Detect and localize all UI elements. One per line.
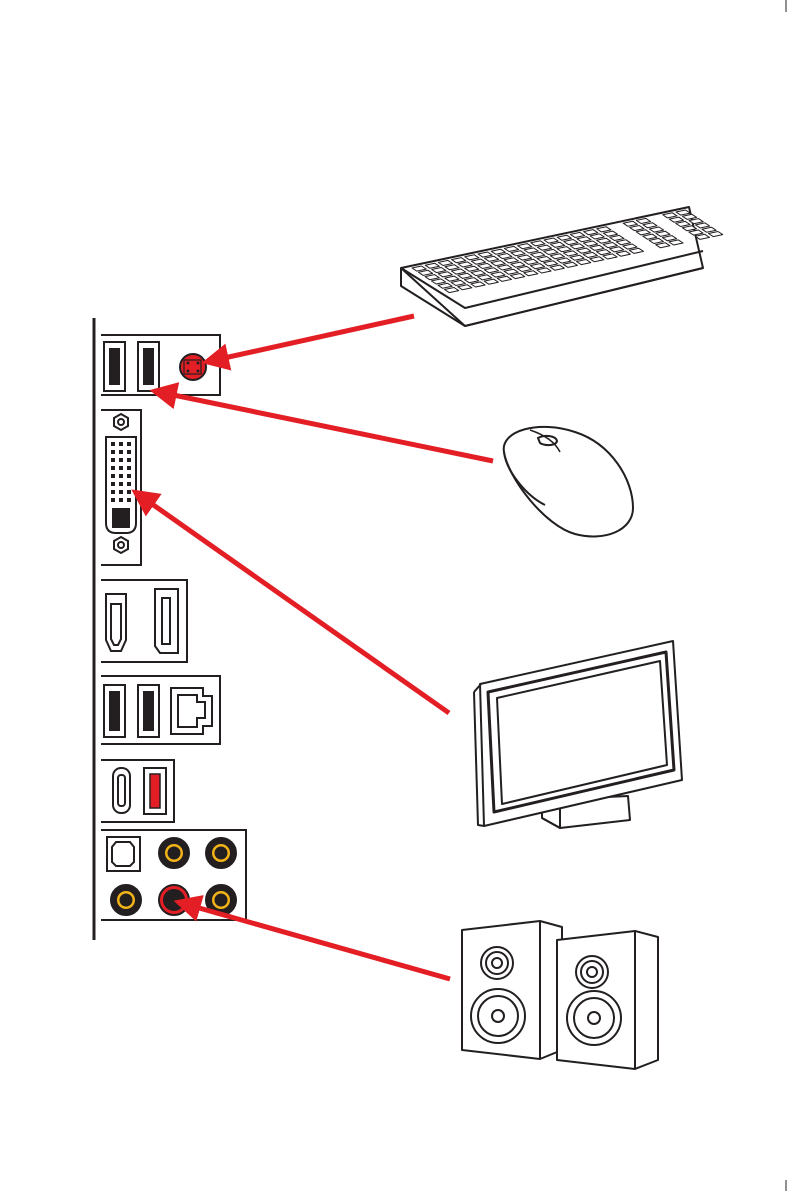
dvi-pin [111,466,115,470]
mouse-icon [504,427,633,537]
keyboard-key [695,234,709,239]
dvi-pin [119,466,123,470]
dvi-pin [127,490,131,494]
dvi-pin [111,442,115,446]
hdmi-dp-group [101,580,187,662]
dvi-pin [111,498,115,502]
dvi-pin [127,442,131,446]
dvi-pin [119,442,123,446]
audio-jacks [111,838,236,915]
dvi-pin [119,498,123,502]
keyboard-key [696,223,710,228]
dvi-pin [119,458,123,462]
speakers-icon [462,921,658,1069]
dvi-pin [119,482,123,486]
monitor-icon [474,641,682,828]
dvi-pin [111,458,115,462]
dvi-pin [127,458,131,462]
keyboard-key [702,227,716,232]
dvi-port [101,410,141,565]
dvi-pin [111,474,115,478]
dvi-pin [119,490,123,494]
io-panel [94,318,246,940]
keyboard-icon [401,207,723,326]
usb-lan-group [101,676,220,744]
keyboard-key [709,232,723,237]
dvi-pin [111,482,115,486]
dvi-pin [127,450,131,454]
dvi-pin [127,474,131,478]
dvi-pin [127,482,131,486]
dvi-pin [119,450,123,454]
speakers-to-lineout-arrow [178,902,450,979]
usb-c-group [101,760,174,822]
dvi-pin [127,466,131,470]
dvi-pin [127,498,131,502]
usb-ps2-group [101,335,220,395]
monitor-to-dvi-arrow [135,492,449,713]
dvi-pin [119,474,123,478]
hdmi-port [106,594,126,651]
dvi-pin [111,490,115,494]
connection-arrows [135,316,493,979]
mouse-to-usb-arrow [154,391,493,461]
dvi-pin [111,450,115,454]
audio-group [101,830,246,920]
keyboard-to-ps2-arrow [206,316,414,362]
